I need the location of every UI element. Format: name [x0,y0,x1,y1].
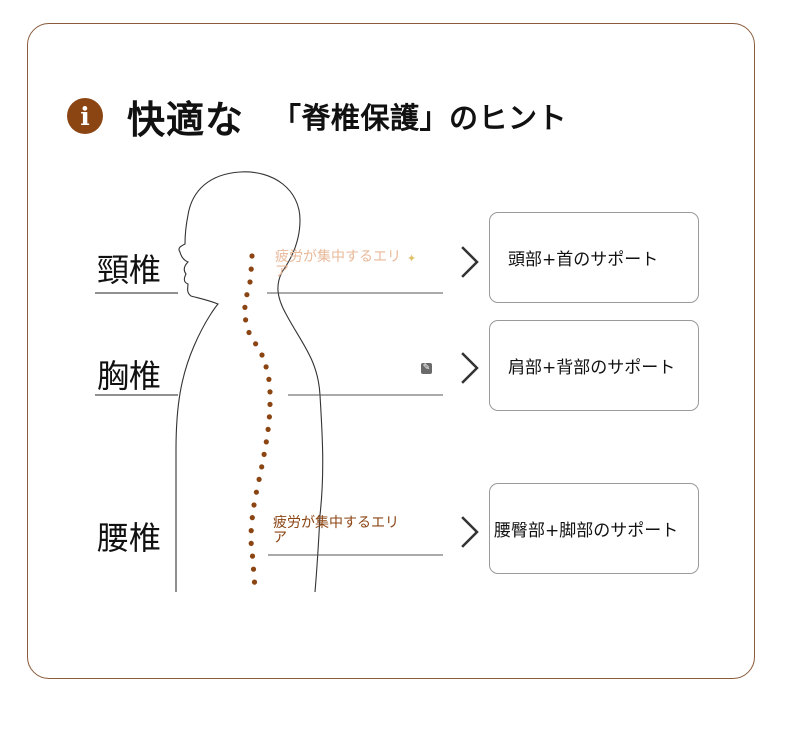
support-box-shoulder-back: 肩部+背部のサポート [489,320,699,411]
edit-icon: ✎ [421,363,432,374]
support-label: 腰臀部+脚部のサポート [494,521,679,541]
title-row: i 快適な 「脊椎保護」のヒント [67,92,568,142]
thoracic-spine-label: 胸椎 [97,357,162,395]
fatigue-note-top: 疲労が集中するエリア [275,249,401,280]
cervical-spine-label: 頸椎 [97,251,162,289]
support-box-head-neck: 頭部+首のサポート [489,212,699,303]
support-label: 肩部+背部のサポート [508,358,676,378]
info-icon: i [67,98,103,134]
page-title: 快適な [127,97,245,142]
support-box-hip-leg: 腰臀部+脚部のサポート [489,483,699,574]
lumbar-spine-label: 腰椎 [97,519,162,557]
page-subtitle: 「脊椎保護」のヒント [272,101,568,135]
support-label: 頭部+首のサポート [508,250,659,270]
sparkle-icon: ✦ [407,252,417,265]
fatigue-note-bottom: 疲労が集中するエリア [273,515,399,546]
